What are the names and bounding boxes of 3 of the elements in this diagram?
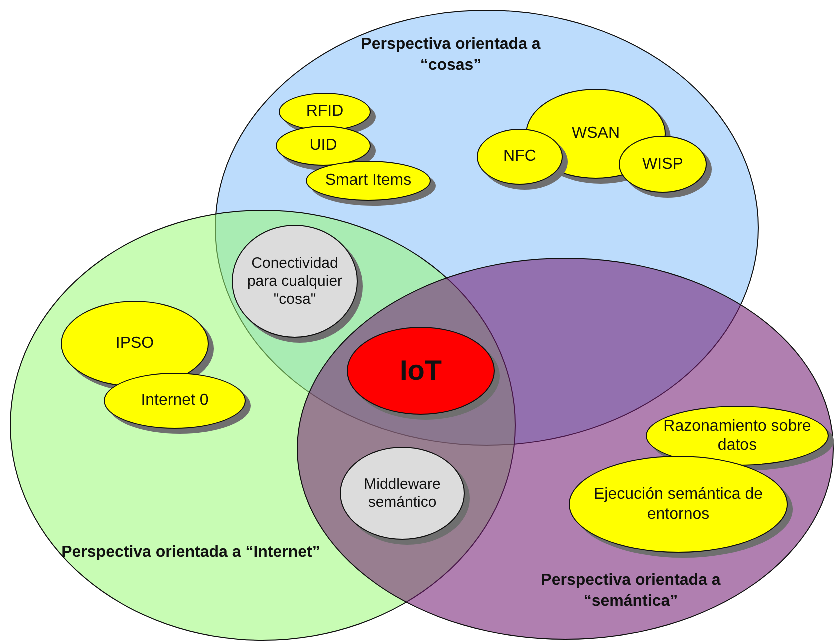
set-title: Perspectiva orientada a “semántica” [540,571,722,612]
set-title: Perspectiva orientada a “cosas” [360,35,542,76]
set-title: Perspectiva orientada a “Internet” [61,543,321,563]
